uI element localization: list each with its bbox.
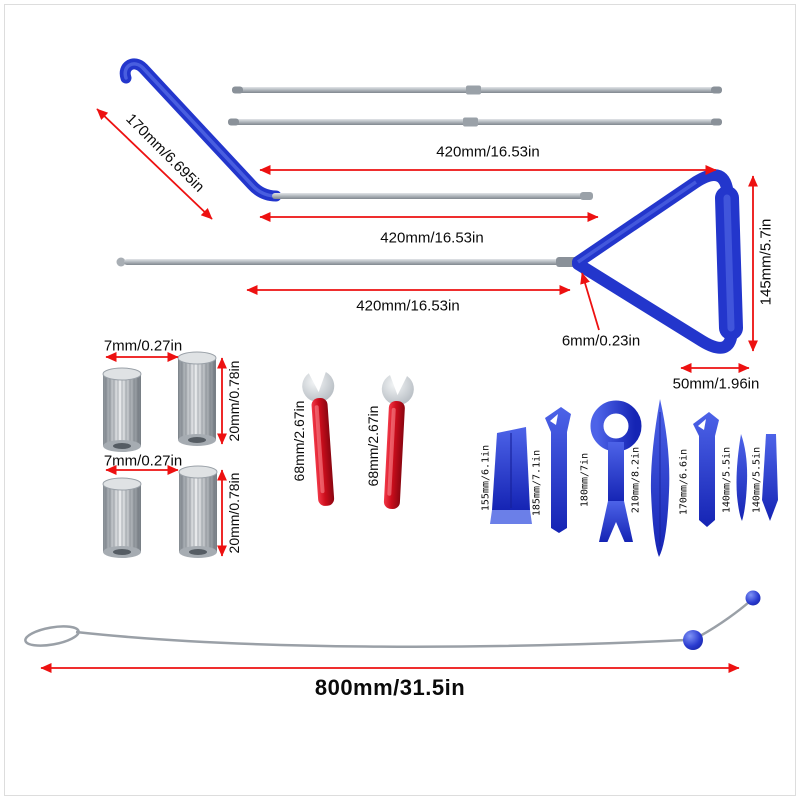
knurled-tip-1: [102, 367, 142, 452]
dim-trim-tool-7: 140mm/5.5in: [751, 446, 763, 514]
dim-t-handle-grip-width: 50mm/1.96in: [672, 375, 760, 393]
trim-tool-stick: [650, 399, 670, 557]
trim-tool-wedge: [762, 434, 778, 521]
knurled-tip-3: [102, 477, 142, 558]
straight-rod-1: [232, 85, 722, 95]
wrench-right: [381, 362, 414, 509]
dim-tip2-diameter: 7mm/0.27in: [103, 452, 183, 470]
knurled-tip-2: [177, 351, 217, 446]
dim-trim-tool-4: 210mm/8.2in: [630, 446, 642, 514]
trim-tool-pry-1: [545, 407, 571, 533]
dim-trim-tool-6: 140mm/5.5in: [721, 446, 733, 514]
dim-tip1-length: 20mm/0.78in: [226, 360, 242, 442]
dim-trim-tool-2: 185mm/7.1in: [531, 449, 543, 517]
dim-wrench-left-length: 68mm/2.67in: [291, 400, 307, 482]
dim-t-rod-length: 420mm/16.53in: [356, 297, 460, 315]
cable-tool: [24, 590, 761, 650]
trim-tool-pry-2: [693, 412, 719, 527]
knurled-tip-4: [178, 465, 218, 558]
dim-trim-tool-3: 180mm/7in: [579, 452, 591, 508]
dim-tip2-length: 20mm/0.78in: [226, 472, 242, 554]
trim-tool-scraper: [490, 427, 532, 524]
dim-wrench-right-length: 68mm/2.67in: [365, 405, 381, 487]
trim-tool-thin-stick: [736, 434, 748, 521]
dim-t-handle-height: 145mm/5.7in: [757, 218, 775, 306]
dim-tip1-diameter: 7mm/0.27in: [103, 337, 183, 355]
dim-cable-length: 800mm/31.5in: [314, 675, 466, 700]
dim-trim-tool-1: 155mm/6.1in: [480, 444, 492, 512]
t-handle-rod-tool: [116, 169, 743, 354]
wrench-left: [302, 359, 335, 506]
dimension-lines: [40, 108, 759, 674]
dim-hook-rod-length: 420mm/16.53in: [380, 229, 484, 247]
straight-rod-2: [228, 117, 722, 127]
trim-tool-fork: [590, 400, 642, 543]
dim-rod-diameter: 6mm/0.23in: [561, 332, 641, 350]
dim-trim-tool-5: 170mm/6.6in: [678, 448, 690, 516]
dim-top-rods-length: 420mm/16.53in: [436, 143, 540, 161]
